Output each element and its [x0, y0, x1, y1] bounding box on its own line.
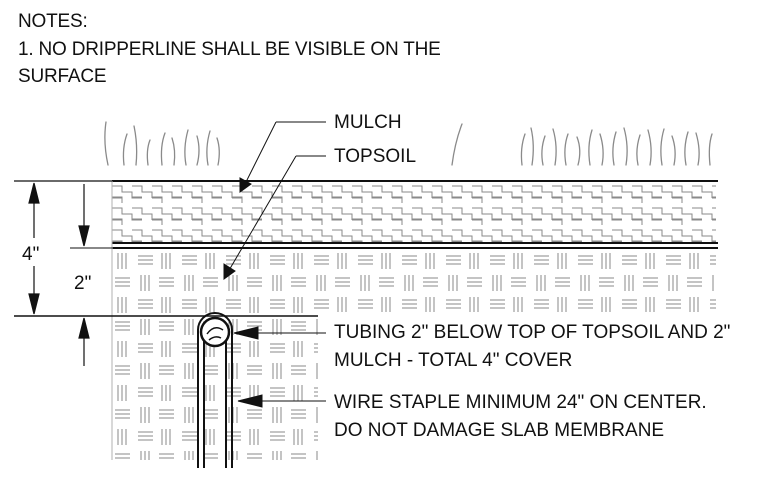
mulch-callout: MULCH — [334, 112, 402, 133]
dimension-topsoil-label: 2" — [74, 273, 91, 294]
tubing-callout-line-2: MULCH - TOTAL 4" COVER — [334, 350, 572, 371]
note-1-line-2: SURFACE — [18, 66, 107, 87]
staple-callout-line-1: WIRE STAPLE MINIMUM 24" ON CENTER. — [334, 392, 707, 413]
mulch-layer — [112, 182, 716, 244]
topsoil-callout: TOPSOIL — [334, 146, 416, 167]
topsoil-layer — [112, 250, 716, 312]
drip-tubing — [199, 316, 231, 348]
staple-callout-line-2: DO NOT DAMAGE SLAB MEMBRANE — [334, 420, 664, 441]
callout-leaders — [223, 121, 326, 408]
grass-right — [451, 123, 713, 166]
notes-heading: NOTES: — [18, 11, 88, 32]
grass-left — [104, 121, 220, 166]
drip-tubing-inner — [206, 327, 224, 341]
dimension-marks — [14, 180, 318, 366]
note-1-line-1: 1. NO DRIPPERLINE SHALL BE VISIBLE ON TH… — [18, 39, 441, 60]
dimension-total-label: 4" — [22, 244, 39, 265]
tubing-callout-line-1: TUBING 2" BELOW TOP OF TOPSOIL AND 2" — [334, 322, 730, 343]
